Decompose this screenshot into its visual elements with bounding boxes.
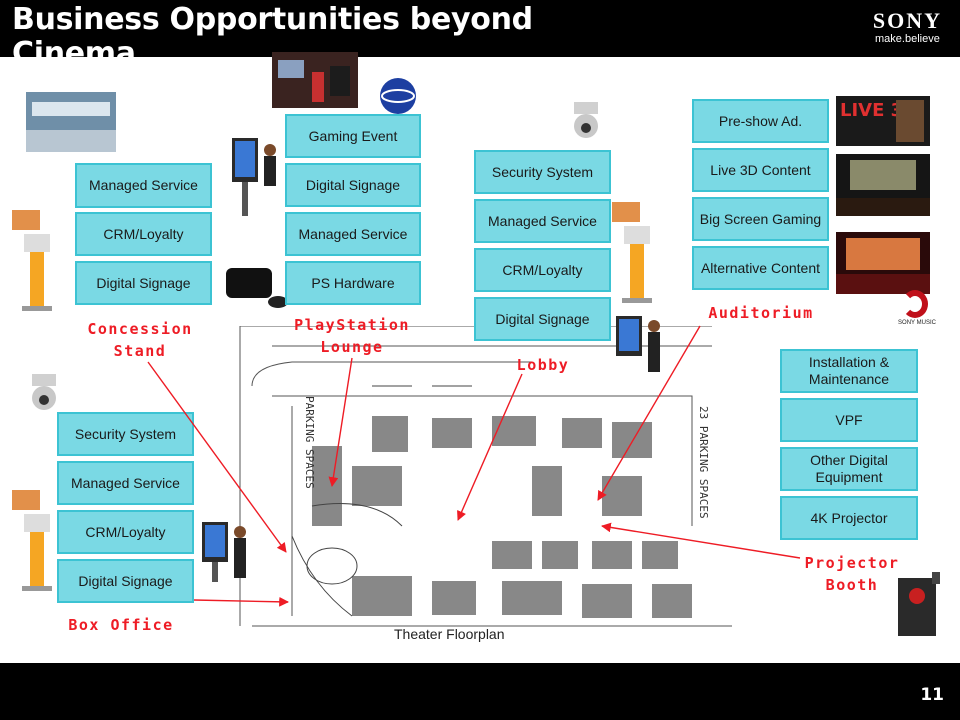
auditorium-preshow-ad-box: Pre-show Ad.: [692, 99, 829, 143]
box-office-crm-loyalty-box: CRM/Loyalty: [57, 510, 194, 554]
box-office-label: Box Office: [68, 616, 174, 634]
auditorium-label: Auditorium: [708, 304, 814, 322]
alternative-content-image: [836, 232, 930, 294]
playstation-network-icon: [380, 78, 416, 114]
lobby-digital-signage-box: Digital Signage: [474, 297, 611, 341]
playstation-gaming-event-box: Gaming Event: [285, 114, 421, 158]
concession-stand-label: Concession Stand: [87, 320, 193, 360]
big-screen-gaming-image: [836, 154, 930, 216]
signage-kiosk-person-lobby: [616, 316, 660, 372]
booth-4k-projector-box: 4K Projector: [780, 496, 918, 540]
box-office-managed-service-box: Managed Service: [57, 461, 194, 505]
security-camera-icon: [574, 102, 598, 138]
kiosk-icon-lobby: [612, 202, 652, 303]
projector-booth-label: Projector Booth: [804, 554, 900, 594]
lobby-security-system-box: Security System: [474, 150, 611, 194]
logo-tagline: make.believe: [875, 33, 940, 45]
ps3-console-icon: [226, 268, 288, 308]
title-bar: Business Opportunities beyond Cinema SON…: [0, 0, 960, 57]
slide-title: Business Opportunities beyond Cinema: [12, 2, 533, 58]
page-number: 11: [920, 685, 944, 705]
concession-managed-service-box: Managed Service: [75, 163, 212, 208]
sony-music-logo: SONY MUSIC: [894, 290, 940, 332]
lobby-crm-loyalty-box: CRM/Loyalty: [474, 248, 611, 292]
concession-crm-loyalty-box: CRM/Loyalty: [75, 212, 212, 256]
theater-floorplan: PARKING SPACES 23 PARKING SPACES: [239, 326, 732, 627]
playstation-lounge-label: PlayStation Lounge: [294, 316, 410, 356]
kiosk-icon-box-office: [12, 490, 52, 591]
logo-word: SONY: [872, 8, 942, 33]
parking-label-left: PARKING SPACES: [303, 396, 316, 489]
signage-kiosk-person-box-office: [202, 522, 246, 582]
security-camera-icon-box-office: [32, 374, 56, 410]
concession-photo: [26, 92, 116, 152]
booth-vpf-box: VPF: [780, 398, 918, 442]
playstation-ps-hardware-box: PS Hardware: [285, 261, 421, 305]
sony-music-text: SONY MUSIC: [898, 320, 936, 326]
gaming-room-photo: [272, 52, 358, 108]
live-3d-image: LIVE 3D: [836, 96, 930, 146]
lobby-managed-service-box: Managed Service: [474, 199, 611, 243]
signage-kiosk-person-playstation: [232, 138, 276, 216]
concession-digital-signage-box: Digital Signage: [75, 261, 212, 305]
lobby-label: Lobby: [516, 356, 570, 374]
sony-logo: SONY make.believe: [873, 10, 942, 46]
kiosk-icon-concession: [12, 210, 52, 311]
projector-4k-icon: [898, 572, 940, 636]
playstation-managed-service-box: Managed Service: [285, 212, 421, 256]
auditorium-alternative-content-box: Alternative Content: [692, 246, 829, 290]
auditorium-big-screen-gaming-box: Big Screen Gaming: [692, 197, 829, 241]
footer-bar: 11: [0, 663, 960, 720]
playstation-digital-signage-box: Digital Signage: [285, 163, 421, 207]
booth-installation-maintenance-box: Installation & Maintenance: [780, 349, 918, 393]
auditorium-live-3d-content-box: Live 3D Content: [692, 148, 829, 192]
box-office-digital-signage-box: Digital Signage: [57, 559, 194, 603]
booth-other-digital-equipment-box: Other Digital Equipment: [780, 447, 918, 491]
parking-label-right: 23 PARKING SPACES: [697, 406, 710, 519]
floorplan-caption: Theater Floorplan: [394, 626, 505, 642]
box-office-security-system-box: Security System: [57, 412, 194, 456]
